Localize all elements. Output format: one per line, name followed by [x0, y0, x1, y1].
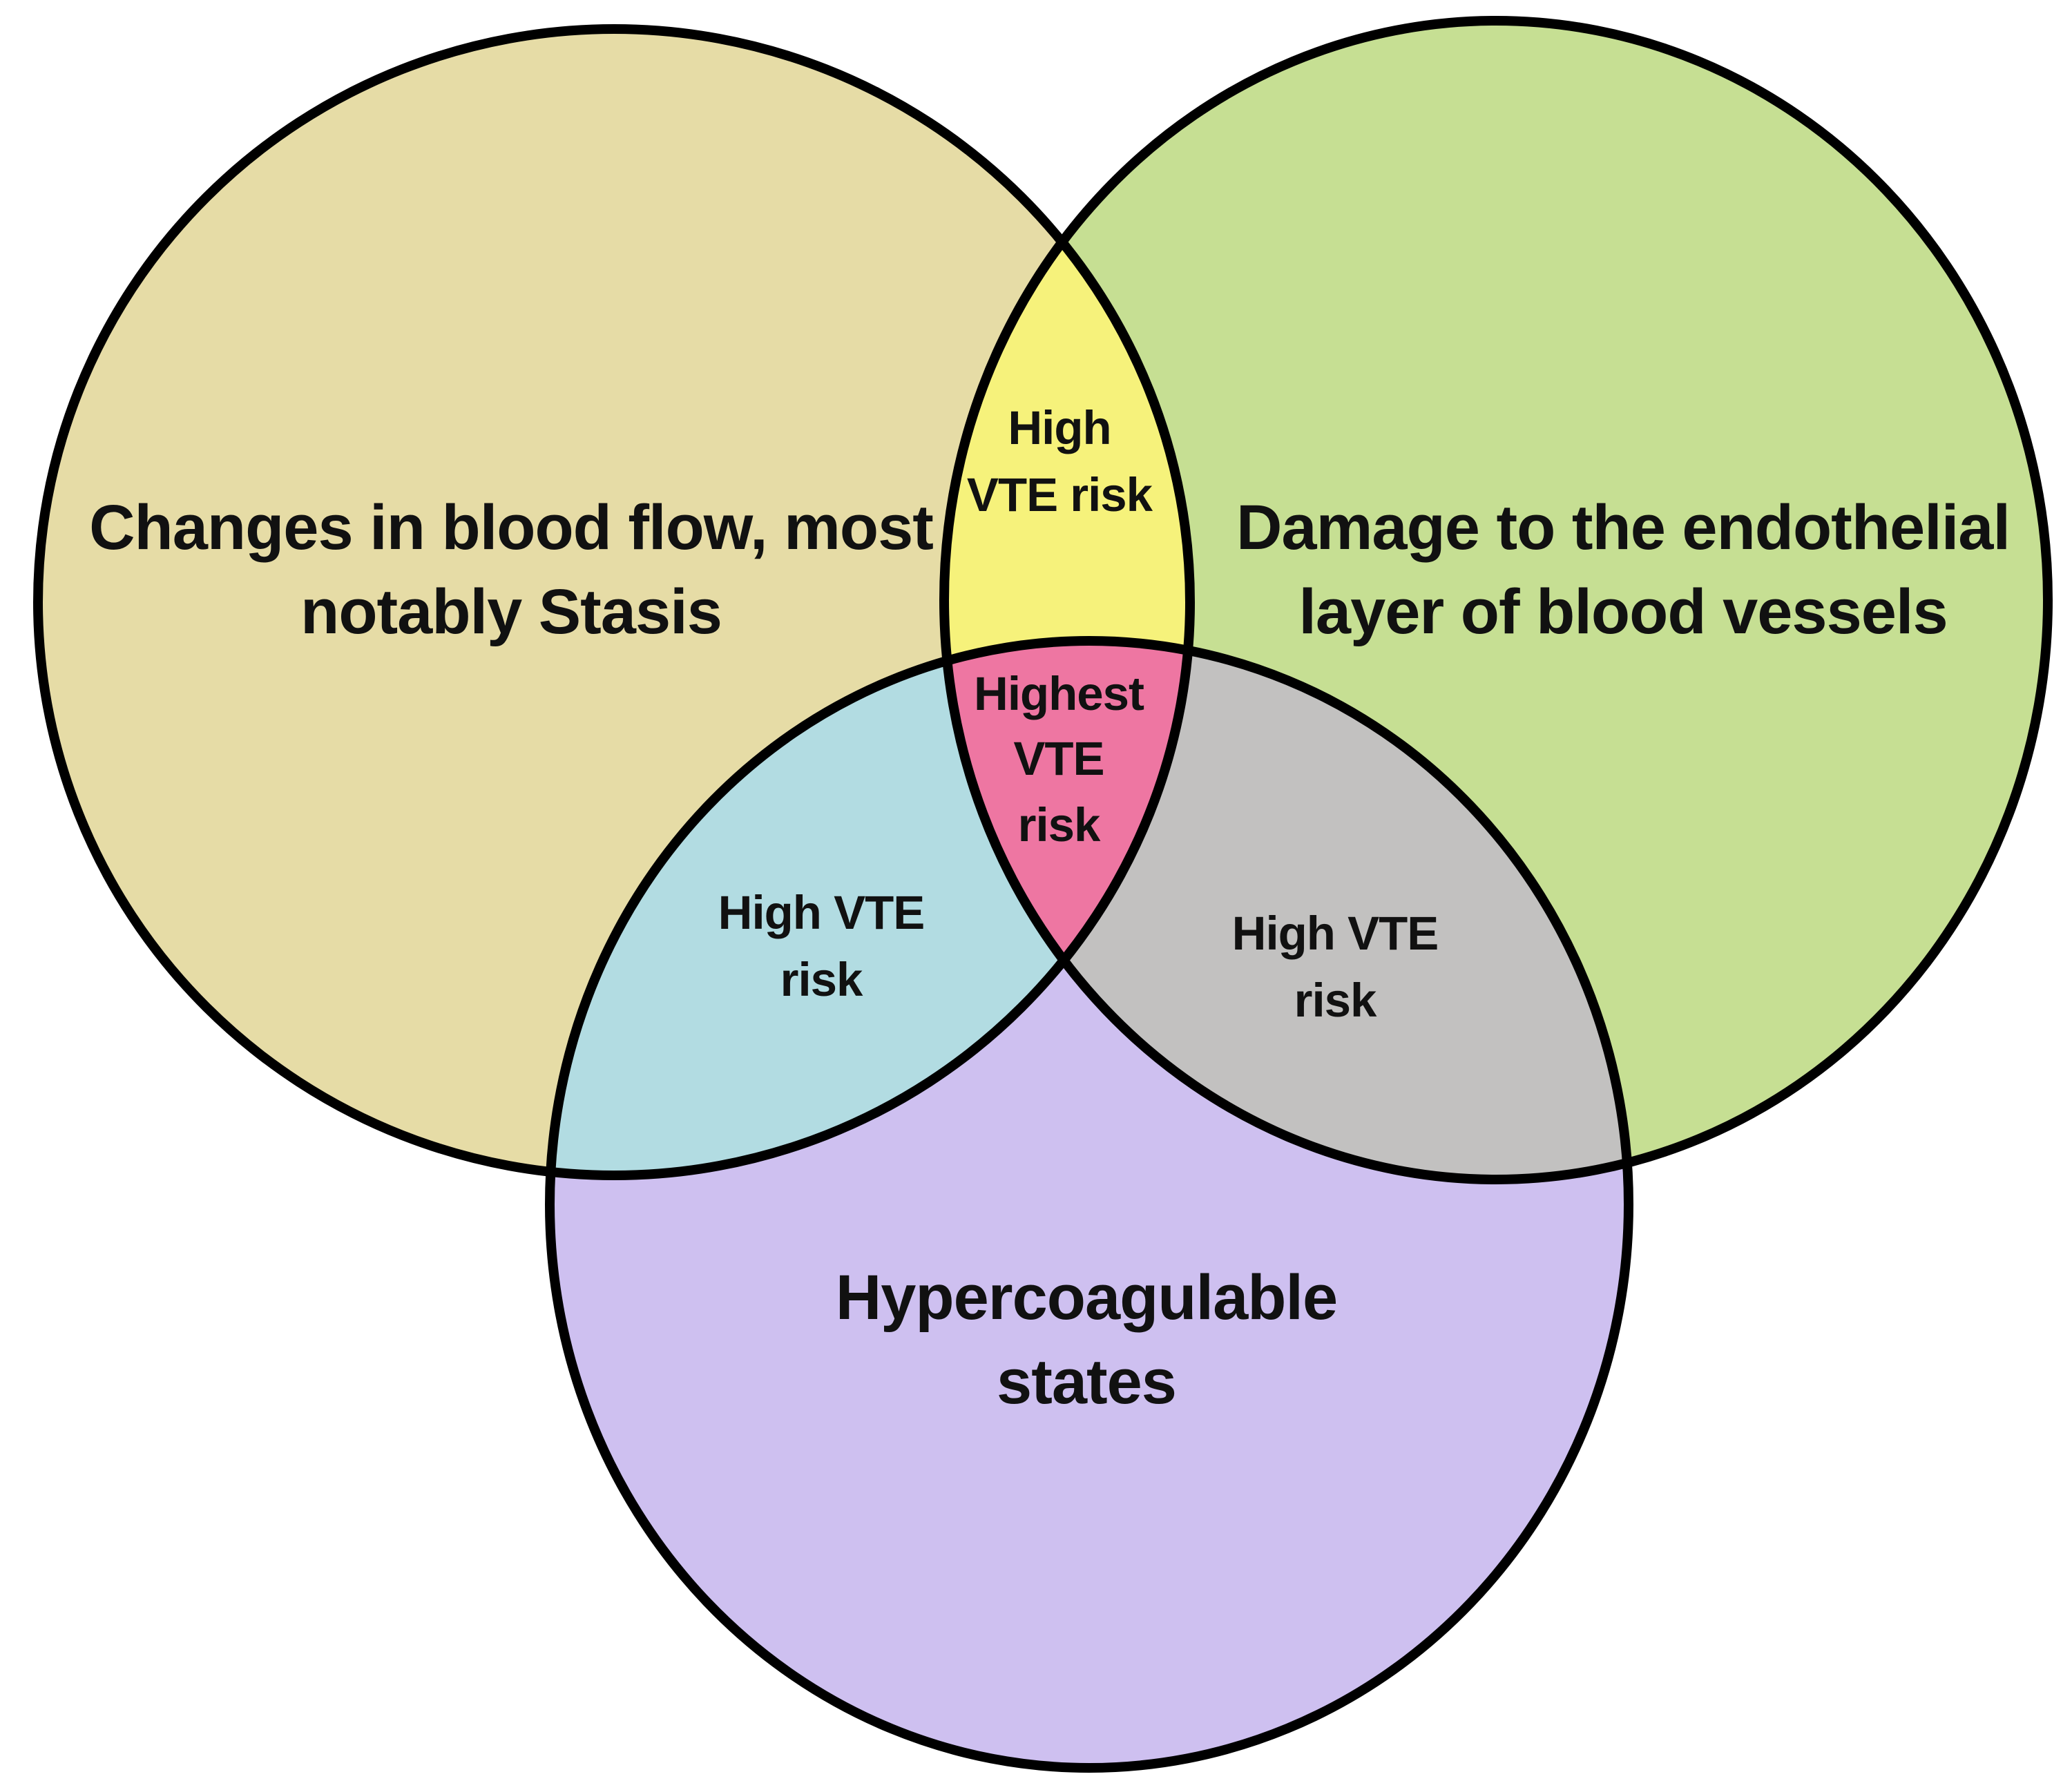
triple-overlap-label: Highest VTE risk	[974, 667, 1145, 851]
hypercoagulable-circle-outline	[545, 636, 1633, 1773]
triple-overlap-line3: risk	[1018, 798, 1101, 851]
stasis-circle-outline	[33, 24, 1195, 1180]
endothelial-circle-outline	[939, 16, 2053, 1184]
overlap-endothelial-hypercoagulable-label: High VTE risk	[1232, 907, 1439, 1027]
stasis-label: Changes in blood flow, most notably Stas…	[89, 492, 934, 647]
overlap-stasis-hypercoagulable-line1: High VTE	[718, 886, 925, 939]
overlap-stasis-endothelial-label: High VTE risk	[967, 401, 1154, 521]
overlap-stasis-hypercoagulable-label: High VTE risk	[718, 886, 925, 1006]
triple-overlap-line2: VTE	[1013, 732, 1104, 785]
endothelial-label: Damage to the endothelial layer of blood…	[1236, 492, 2011, 647]
hypercoagulable-label-line2: states	[997, 1347, 1176, 1417]
overlap-stasis-endothelial-line1: High	[1008, 401, 1111, 454]
overlap-endothelial-hypercoagulable-line2: risk	[1294, 974, 1377, 1027]
hypercoagulable-label-line1: Hypercoagulable	[836, 1262, 1337, 1333]
overlap-stasis-hypercoagulable-line2: risk	[780, 953, 863, 1006]
triple-overlap-line1: Highest	[974, 667, 1144, 720]
overlap-endothelial-hypercoagulable-region	[944, 641, 1629, 1180]
overlap-stasis-hypercoagulable-region	[550, 641, 1190, 1175]
endothelial-label-line1: Damage to the endothelial	[1236, 492, 2010, 563]
overlap-stasis-endothelial-line2: VTE risk	[967, 468, 1153, 521]
stasis-label-line2: notably Stasis	[300, 577, 722, 647]
stasis-label-line1: Changes in blood flow, most	[89, 492, 933, 563]
endothelial-label-line2: layer of blood vessels	[1298, 577, 1947, 647]
overlap-endothelial-hypercoagulable-line1: High VTE	[1232, 907, 1439, 960]
hypercoagulable-label: Hypercoagulable states	[836, 1262, 1338, 1417]
